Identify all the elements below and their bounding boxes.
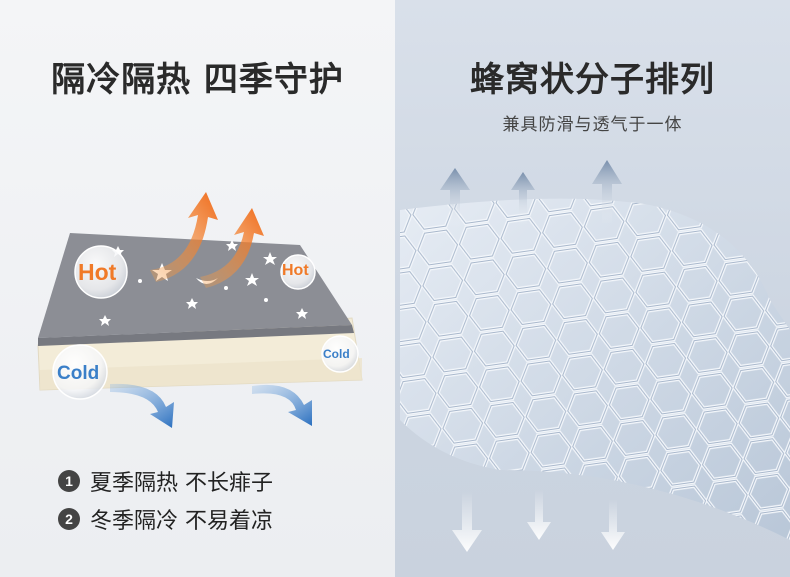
hot-bubble-large <box>74 245 128 299</box>
mat-illustration <box>37 192 363 428</box>
honeycomb-mesh <box>400 198 790 541</box>
list-item: 1 夏季隔热 不长痱子 <box>58 462 273 500</box>
number-badge: 2 <box>58 508 80 530</box>
feature-text: 冬季隔冷 不易着凉 <box>90 509 273 534</box>
number-badge: 1 <box>58 470 80 492</box>
right-subtitle: 兼具防滑与透气于一体 <box>502 115 683 135</box>
arrow-down-icon <box>110 383 312 428</box>
cold-bubble-small <box>321 335 359 373</box>
feature-text: 夏季隔热 不长痱子 <box>90 471 273 496</box>
hot-bubble-small <box>280 254 316 290</box>
cold-label-large: Cold <box>57 363 100 384</box>
hot-label-small: Hot <box>282 262 309 279</box>
hot-label-large: Hot <box>78 259 117 285</box>
list-item: 2 冬季隔冷 不易着凉 <box>58 500 273 538</box>
right-title: 蜂窝状分子排列 <box>470 60 715 100</box>
cold-label-small: Cold <box>323 347 350 361</box>
left-title: 隔冷隔热 四季守护 <box>51 60 344 100</box>
feature-list: 1 夏季隔热 不长痱子 2 冬季隔冷 不易着凉 <box>58 462 273 538</box>
arrow-up-icon <box>150 192 264 288</box>
cold-bubble-large <box>52 344 108 400</box>
arrow-up-icon <box>440 160 622 228</box>
arrow-down-icon <box>452 490 625 552</box>
